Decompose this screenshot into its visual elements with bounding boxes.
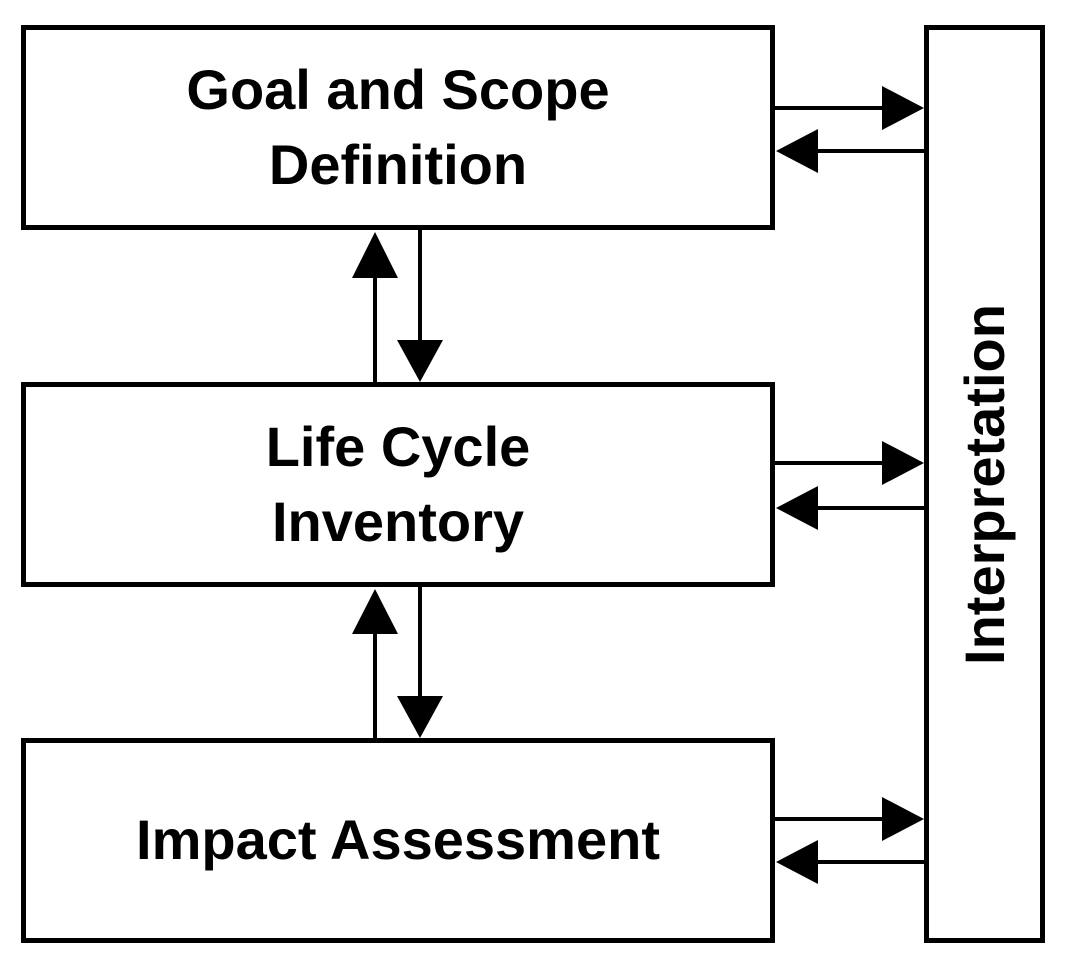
- life-cycle-inventory-box: Life Cycle Inventory: [21, 382, 775, 587]
- goal-scope-label: Goal and Scope Definition: [186, 58, 610, 196]
- life-cycle-inventory-label: Life Cycle Inventory: [265, 415, 531, 553]
- interpretation-box: Interpretation: [924, 25, 1045, 943]
- impact-assessment-box: Impact Assessment: [21, 738, 775, 943]
- interpretation-label: Interpretation: [953, 303, 1017, 665]
- arrowhead-left: [776, 486, 818, 530]
- arrowhead-right: [882, 797, 924, 841]
- arrowhead-right: [882, 86, 924, 130]
- arrowhead-up: [352, 232, 398, 278]
- arrowhead-right: [882, 441, 924, 485]
- impact-assessment-label: Impact Assessment: [136, 808, 660, 872]
- arrowhead-left: [776, 129, 818, 173]
- goal-scope-box: Goal and Scope Definition: [21, 25, 775, 230]
- arrowhead-down: [397, 696, 443, 738]
- arrowhead-down: [397, 340, 443, 382]
- arrowhead-left: [776, 840, 818, 884]
- arrowhead-up: [352, 589, 398, 634]
